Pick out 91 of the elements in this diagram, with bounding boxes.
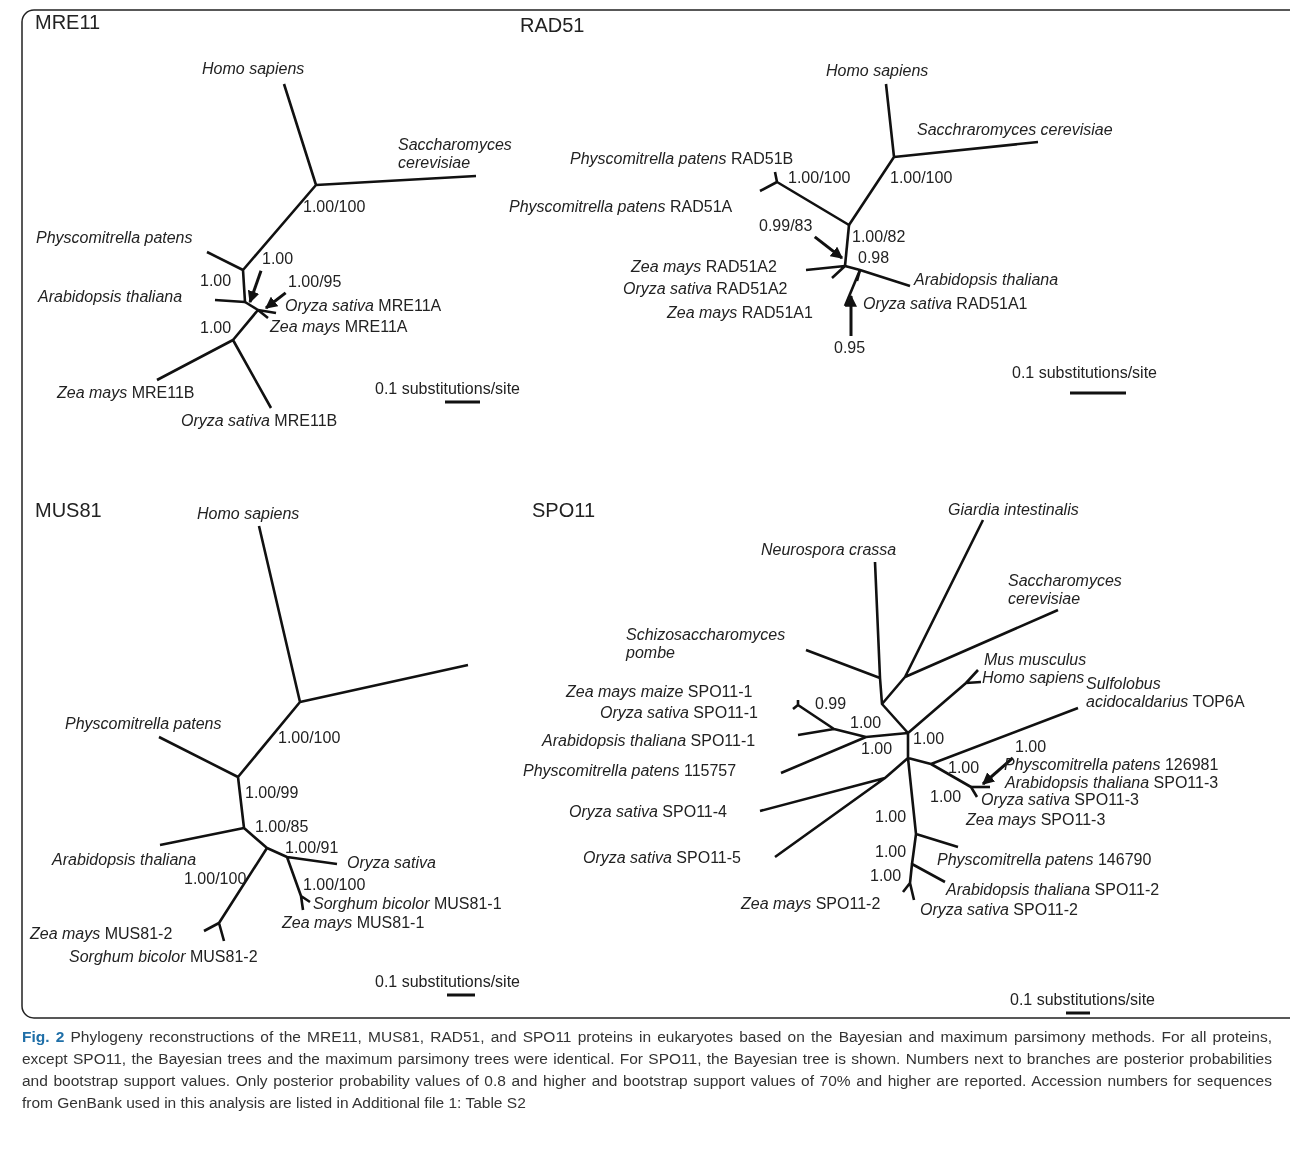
species-label: Homo sapiens — [982, 669, 1085, 687]
species-label: Arabidopsis thaliana — [914, 271, 1059, 289]
species-label: Arabidopsis thaliana SPO11-3 — [1005, 774, 1219, 792]
support-value: 0.99/83 — [759, 217, 813, 235]
species-label: Arabidopsis thaliana — [38, 288, 183, 306]
species-label: Neurospora crassa — [761, 541, 897, 559]
species-label: Oryza sativa SPO11-2 — [920, 901, 1078, 919]
figure-caption: Fig. 2 Phylogeny reconstructions of the MRE11, MUS81, RAD51, and SPO11 proteins in eukaryotes based on the Bayesian and maximum parsimony methods. For all proteins, except SPO11, the Bayesian trees and the maximum parsimony trees were identical. For SPO11, the Bayesian tree is shown. Numbers next to branches are posterior probabilities and bootstrap support values. Only posterior probability values of 0.8 and higher and bootstrap support values of 70% and higher are reported. Accession numbers for sequences from GenBank used in this analysis are listed in Additional file 1: Table S2 — [22, 1027, 1272, 1113]
tree-branch — [971, 785, 990, 789]
arrow — [813, 235, 843, 260]
species-label: Homo sapiens — [826, 62, 929, 80]
scale-label: 0.1 substitutions/site — [1010, 991, 1155, 1009]
species-label: Arabidopsis thaliana SPO11-1 — [542, 732, 756, 750]
scale-label: 0.1 substitutions/site — [375, 380, 520, 398]
species-label: Zea mays RAD51A1 — [667, 304, 813, 322]
scale-label: 0.1 substitutions/site — [375, 973, 520, 991]
species-label: Giardia intestinalis — [948, 501, 1079, 519]
support-value: 1.00 — [948, 759, 980, 777]
species-label: Arabidopsis thaliana SPO11-2 — [946, 881, 1160, 899]
species-label: Saccharomyces cerevisiae — [1008, 572, 1123, 608]
species-label: Mus musculus — [984, 651, 1087, 669]
species-label: Oryza sativa SPO11-3 — [981, 791, 1139, 809]
tree-branch — [843, 269, 862, 307]
species-label: Sorghum bicolor MUS81-2 — [69, 948, 258, 966]
species-label: Zea mays SPO11-2 — [741, 895, 881, 913]
tree-branch — [257, 308, 277, 315]
species-label: Saccharomyces cerevisiae — [398, 136, 513, 172]
support-value: 0.99 — [815, 695, 847, 713]
support-value: 1.00/100 — [303, 876, 366, 894]
support-value: 0.98 — [858, 249, 890, 267]
scale-label: 0.1 substitutions/site — [1012, 364, 1157, 382]
support-value: 1.00 — [1015, 738, 1047, 756]
panel-title: MUS81 — [35, 499, 102, 521]
species-label: Zea mays MRE11B — [57, 384, 195, 402]
species-label: Oryza sativa SPO11-1 — [600, 704, 758, 722]
species-label: Physcomitrella patens — [65, 715, 222, 733]
support-value: 1.00/95 — [288, 273, 342, 291]
support-value: 1.00/100 — [278, 729, 341, 747]
support-value: 1.00 — [200, 272, 232, 290]
support-value: 1.00/82 — [852, 228, 906, 246]
support-value: 1.00/100 — [890, 169, 953, 187]
arrow — [982, 756, 1014, 786]
support-value: 1.00/100 — [184, 870, 247, 888]
support-value: 1.00 — [875, 808, 907, 826]
support-value: 1.00/100 — [303, 198, 366, 216]
species-label: Zea mays MRE11A — [270, 318, 408, 336]
species-label: Oryza sativa RAD51A2 — [623, 280, 788, 298]
species-label: Zea mays RAD51A2 — [631, 258, 777, 276]
support-value: 1.00/100 — [788, 169, 851, 187]
species-label: Physcomitrella patens RAD51B — [570, 150, 794, 168]
species-label: Physcomitrella patens — [36, 229, 193, 247]
support-value: 1.00 — [930, 788, 962, 806]
tree-branch — [843, 224, 851, 267]
support-value: 1.00/99 — [245, 784, 299, 802]
arrow — [265, 291, 287, 310]
support-value: 0.95 — [834, 339, 866, 357]
species-label: Oryza sativa — [347, 854, 436, 872]
species-label: Sacchraromyces cerevisiae — [917, 121, 1113, 139]
species-label: Zea mays maize SPO11-1 — [566, 683, 753, 701]
arrow — [247, 270, 263, 304]
support-value: 1.00 — [200, 319, 232, 337]
species-label: Homo sapiens — [197, 505, 300, 523]
species-label: Physcomitrella patens RAD51A — [509, 198, 733, 216]
panel-title: RAD51 — [520, 14, 585, 36]
species-label: Physcomitrella patens 146790 — [937, 851, 1152, 869]
arrow — [845, 294, 857, 336]
species-label: Zea mays MUS81-1 — [282, 914, 425, 932]
species-label: Oryza sativa SPO11-5 — [583, 849, 741, 867]
panel-title: SPO11 — [532, 499, 595, 521]
support-value: 1.00 — [861, 740, 893, 758]
tree-branch — [244, 300, 259, 312]
species-label: Oryza sativa MRE11A — [285, 297, 442, 315]
support-value: 1.00/91 — [285, 839, 339, 857]
support-value: 1.00 — [870, 867, 902, 885]
species-label: Sorghum bicolor MUS81-1 — [313, 895, 502, 913]
species-label: Oryza sativa MRE11B — [181, 412, 338, 430]
species-label: Zea mays SPO11-3 — [966, 811, 1106, 829]
species-label: Sulfolobus acidocaldarius TOP6A — [1086, 675, 1246, 711]
support-value: 1.00/85 — [255, 818, 309, 836]
species-label: Arabidopsis thaliana — [52, 851, 197, 869]
species-label: Physcomitrella patens 115757 — [523, 762, 737, 780]
species-label: Homo sapiens — [202, 60, 305, 78]
support-value: 1.00 — [875, 843, 907, 861]
support-value: 1.00 — [850, 714, 882, 732]
species-label: Physcomitrella patens 126981 — [1004, 756, 1219, 774]
species-label: Zea mays MUS81-2 — [30, 925, 173, 943]
species-label: Schizosaccharomyces pombe — [626, 626, 787, 662]
panel-title: MRE11 — [35, 11, 101, 33]
support-value: 1.00 — [262, 250, 294, 268]
species-label: Oryza sativa SPO11-4 — [569, 803, 727, 821]
support-value: 1.00 — [913, 730, 945, 748]
